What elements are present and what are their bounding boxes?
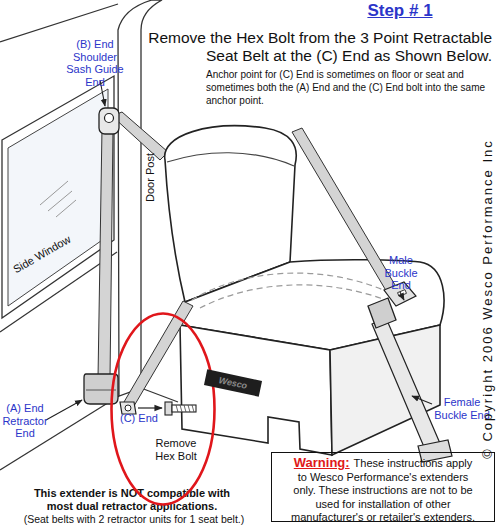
anchor-note: Anchor point for (C) End is sometimes on…: [206, 68, 498, 107]
lap-strap: [124, 301, 193, 406]
hidden-belt-path: [200, 285, 386, 308]
hex-bolt-shank: [172, 405, 196, 412]
door-post: [118, 0, 162, 396]
compatibility-detail: (Seat belts with 2 retractor units for 1…: [0, 513, 268, 526]
part-label: Male Buckle End: [378, 254, 424, 292]
seat-base-front: [180, 325, 332, 455]
leader-arrow: [46, 400, 82, 420]
part-label: (B) End Shoulder Sash Guide End: [60, 38, 130, 88]
warning-box: Warning:These instructions apply to Wesc…: [271, 452, 495, 522]
hex-bolt-head: [165, 402, 172, 415]
cross-strap: [292, 128, 398, 294]
female-buckle-head: [368, 298, 396, 328]
leader-arrow: [412, 396, 432, 404]
instruction-heading: Remove the Hex Bolt from the 3 Point Ret…: [130, 29, 492, 65]
hidden-belt-path: [192, 273, 388, 300]
window-glare: [40, 181, 76, 217]
copyright-note: © Copyright 2006 Wesco Performance Inc: [480, 119, 496, 479]
window-frame: [2, 76, 114, 318]
hex-bolt-thread: [176, 405, 194, 412]
floor-line: [141, 388, 178, 402]
female-buckle-stalk: [372, 318, 442, 454]
warning-heading: Warning:: [294, 455, 350, 470]
sash-guide: [99, 108, 119, 134]
ellipse-outline: [112, 314, 215, 505]
shoulder-strap-upper: [112, 112, 168, 160]
part-label: (A) End Retractor End: [0, 402, 50, 440]
wall-floor-line: [0, 396, 119, 470]
end-label: (C) End: [120, 412, 170, 425]
roof-line: [0, 4, 118, 42]
shoulder-strap: [98, 128, 113, 378]
sash-guide-bolt: [105, 114, 114, 123]
step-title: Step # 1: [300, 1, 499, 21]
window-glass: [8, 89, 108, 306]
seat-backrest-edge: [167, 153, 294, 166]
highlight-ellipse: (C) EndRemove Hex Bolt: [110, 312, 216, 506]
instruction-label: Remove Hex Bolt: [147, 437, 205, 462]
part-label: Door Post: [144, 138, 157, 218]
compatibility-note: This extender is NOT compatible with mos…: [32, 487, 232, 513]
anchor-hole: [125, 405, 131, 411]
leader-arrow: [400, 292, 404, 300]
ellipse-outline: [110, 312, 216, 506]
removal-arrow: [138, 407, 162, 408]
